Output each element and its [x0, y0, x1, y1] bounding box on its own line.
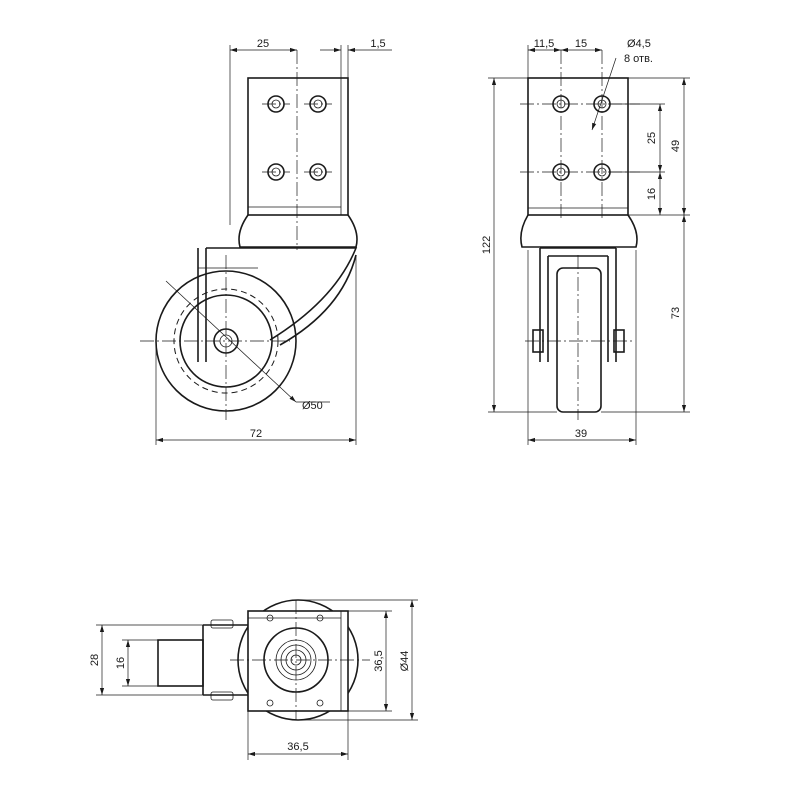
front-wheel: [556, 267, 602, 413]
top-mount-plate: [247, 610, 349, 712]
dim-25-front: 25: [646, 132, 658, 144]
dim-1-5: 1,5: [370, 38, 385, 50]
dim-16-top: 16: [115, 657, 127, 669]
dim-122: 122: [481, 236, 493, 254]
dim-15: 15: [575, 38, 587, 50]
dim-73: 73: [670, 307, 682, 319]
side-view: [140, 45, 392, 445]
front-mount-plate: [527, 77, 629, 216]
front-mount-holes: [520, 50, 640, 220]
dim-hole-count: 8 отв.: [624, 53, 653, 65]
dim-11-5: 11,5: [534, 38, 555, 50]
side-mount-holes: [262, 95, 332, 181]
dim-wheel-diameter: Ø50: [302, 400, 323, 412]
front-fork: [539, 247, 617, 362]
dim-36-5-vertical: 36,5: [373, 650, 385, 671]
dim-top-wheel-diameter: Ø44: [399, 651, 411, 672]
dim-28: 28: [89, 654, 101, 666]
side-mount-plate: [247, 77, 349, 216]
dim-hole-diameter: Ø4,5: [627, 38, 651, 50]
top-view: [96, 599, 418, 760]
side-swivel-cap: [238, 214, 358, 248]
top-holes: [266, 614, 324, 707]
dim-36-5-horizontal: 36,5: [287, 741, 308, 753]
front-swivel-cap: [520, 214, 638, 248]
dim-72: 72: [250, 428, 262, 440]
front-view: [488, 45, 690, 445]
top-axle-stub: [157, 639, 204, 687]
dimension-labels: 25 1,5 Ø50 72 11,5 15 Ø4,5 8 отв. 25 49 …: [89, 38, 682, 753]
dim-25-side: 25: [257, 38, 269, 50]
dim-49: 49: [670, 140, 682, 152]
dim-16-front: 16: [646, 188, 658, 200]
dim-39: 39: [575, 428, 587, 440]
